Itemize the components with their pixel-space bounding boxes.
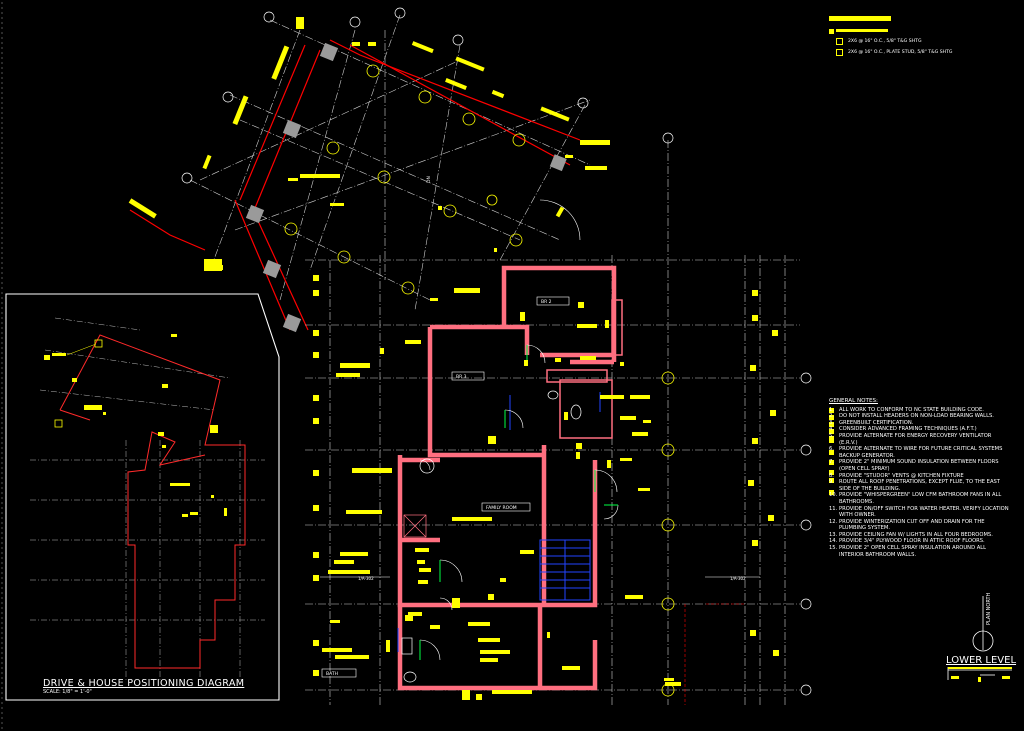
general-note-item: 9. ROUTE ALL ROOF PENETRATIONS, EXCEPT FL…	[829, 479, 1009, 492]
general-note-text: PROVIDE 3/4" PLYWOOD FLOOR IN ATTIC ROOF…	[839, 538, 985, 545]
general-note-item: 2. DO NOT INSTALL HEADERS ON NON-LOAD BEA…	[829, 413, 1009, 420]
general-note-text: ALL WORK TO CONFORM TO NC STATE BUILDING…	[839, 406, 984, 413]
main-grid-lines	[305, 140, 800, 705]
general-note-text: PROVIDE ALTERNATE TO WIRE FOR FUTURE CRI…	[839, 446, 1003, 459]
room-label-br3: BR 3	[456, 374, 467, 380]
room-label-br2: BR 2	[541, 299, 552, 305]
general-note-number: 13.	[829, 531, 838, 538]
stairs	[397, 392, 601, 652]
general-note-item: 7. PROVIDE 2" MINIMUM SOUND INSULATION BE…	[829, 459, 1009, 472]
general-note-number: 14.	[829, 538, 838, 545]
sheet-title: LOWER LEVEL	[946, 655, 1017, 666]
walls	[397, 265, 617, 691]
legend-item-1: 2X6 @ 16" O.C., 5/8" T&G SHTG	[848, 39, 922, 44]
inset-title: DRIVE & HOUSE POSITIONING DIAGRAM	[43, 678, 245, 689]
general-note-number: 5.	[829, 432, 834, 439]
general-note-number: 7.	[829, 459, 834, 466]
general-note-number: 2.	[829, 413, 834, 420]
general-note-text: PROVIDE CEILING FAN W/ LIGHTS IN ALL FOU…	[839, 531, 993, 538]
general-note-item: 14.PROVIDE 3/4" PLYWOOD FLOOR IN ATTIC R…	[829, 538, 1009, 545]
general-note-number: 15.	[829, 545, 838, 552]
general-note-text: PROVIDE WINTERIZATION CUT OFF AND DRAIN …	[839, 518, 985, 532]
room-label-family: FAMILY ROOM	[486, 505, 517, 511]
general-note-number: 10.	[829, 492, 838, 499]
positioning-diagram-inset	[5, 293, 280, 701]
general-note-number: 11.	[829, 505, 838, 512]
general-note-item: 8. PROVIDE "STUDOR" VENTS @ KITCHEN FIXTU…	[829, 473, 1009, 480]
general-note-item: 10.PROVIDE "WHISPERGREEN" LOW CFM BATHRO…	[829, 492, 1009, 505]
general-note-text: PROVIDE "WHISPERGREEN" LOW CFM BATHROOM …	[839, 492, 1002, 505]
general-note-number: 1.	[829, 406, 834, 413]
north-label: PLAN NORTH	[986, 592, 992, 625]
general-note-text: PROVIDE 2" OPEN CELL SPRAY INSULATION AR…	[839, 545, 987, 558]
legend: 2X6 @ 16" O.C., 5/8" T&G SHTG 2X6 @ 16" …	[836, 28, 952, 58]
north-arrow	[972, 596, 994, 652]
section-tag-left: 1/A-302	[358, 576, 374, 581]
general-note-item: 6. PROVIDE ALTERNATE TO WIRE FOR FUTURE C…	[829, 446, 1009, 459]
general-note-number: 12.	[829, 518, 838, 525]
general-note-item: 1. ALL WORK TO CONFORM TO NC STATE BUILDI…	[829, 407, 1009, 414]
general-note-number: 3.	[829, 419, 834, 426]
general-note-item: 4. CONSIDER ADVANCED FRAMING TECHNIQUES (…	[829, 426, 1009, 433]
annotation-tags	[313, 275, 779, 700]
general-note-text: PROVIDE 2" MINIMUM SOUND INSULATION BETW…	[839, 459, 999, 472]
legend-swatch-1	[836, 38, 843, 45]
room-label-bath: BATH	[326, 671, 338, 677]
general-note-number: 9.	[829, 479, 834, 486]
general-notes-heading: GENERAL NOTES:	[829, 398, 878, 404]
general-note-item: 12.PROVIDE WINTERIZATION CUT OFF AND DRA…	[829, 519, 1009, 532]
general-note-item: 5. PROVIDE ALTERNATE FOR ENERGY RECOVERY …	[829, 433, 1009, 446]
general-note-text: PROVIDE ALTERNATE FOR ENERGY RECOVERY VE…	[839, 432, 992, 446]
general-note-text: CONSIDER ADVANCED FRAMING TECHNIQUES (A.…	[839, 426, 977, 433]
general-note-number: 6.	[829, 446, 834, 453]
general-note-number: 8.	[829, 472, 834, 479]
general-notes-list: 1. ALL WORK TO CONFORM TO NC STATE BUILDI…	[829, 407, 1009, 559]
general-note-text: PROVIDE ON/OFF SWITCH FOR WATER HEATER. …	[839, 505, 1009, 519]
inset-scale: SCALE: 1/8" = 1'-0"	[43, 689, 92, 695]
general-note-text: PROVIDE "STUDOR" VENTS @ KITCHEN FIXTURE	[839, 472, 964, 479]
general-note-text: DO NOT INSTALL HEADERS ON NON-LOAD BEARI…	[839, 413, 994, 420]
general-note-item: 11.PROVIDE ON/OFF SWITCH FOR WATER HEATE…	[829, 506, 1009, 519]
general-notes: GENERAL NOTES: 1. ALL WORK TO CONFORM TO …	[829, 398, 1009, 558]
svg-text:DN: DN	[426, 176, 432, 183]
grid-bubbles	[181, 7, 674, 184]
general-note-text: GREENBUILT CERTIFICATION.	[839, 419, 914, 426]
general-note-item: 15.PROVIDE 2" OPEN CELL SPRAY INSULATION…	[829, 545, 1009, 558]
general-note-number: 4.	[829, 426, 834, 433]
general-note-text: ROUTE ALL ROOF PENETRATIONS, EXCEPT FLUE…	[839, 479, 1000, 492]
legend-swatch-2	[836, 49, 843, 56]
general-note-item: 3. GREENBUILT CERTIFICATION.	[829, 420, 1009, 427]
rotated-grid-lines	[189, 14, 591, 311]
section-tag-right: 1/A-302	[730, 576, 746, 581]
general-note-item: 13.PROVIDE CEILING FAN W/ LIGHTS IN ALL …	[829, 532, 1009, 539]
legend-item-2: 2X6 @ 16" O.C., PLATE STUD, 5/8" T&G SHT…	[848, 50, 953, 55]
